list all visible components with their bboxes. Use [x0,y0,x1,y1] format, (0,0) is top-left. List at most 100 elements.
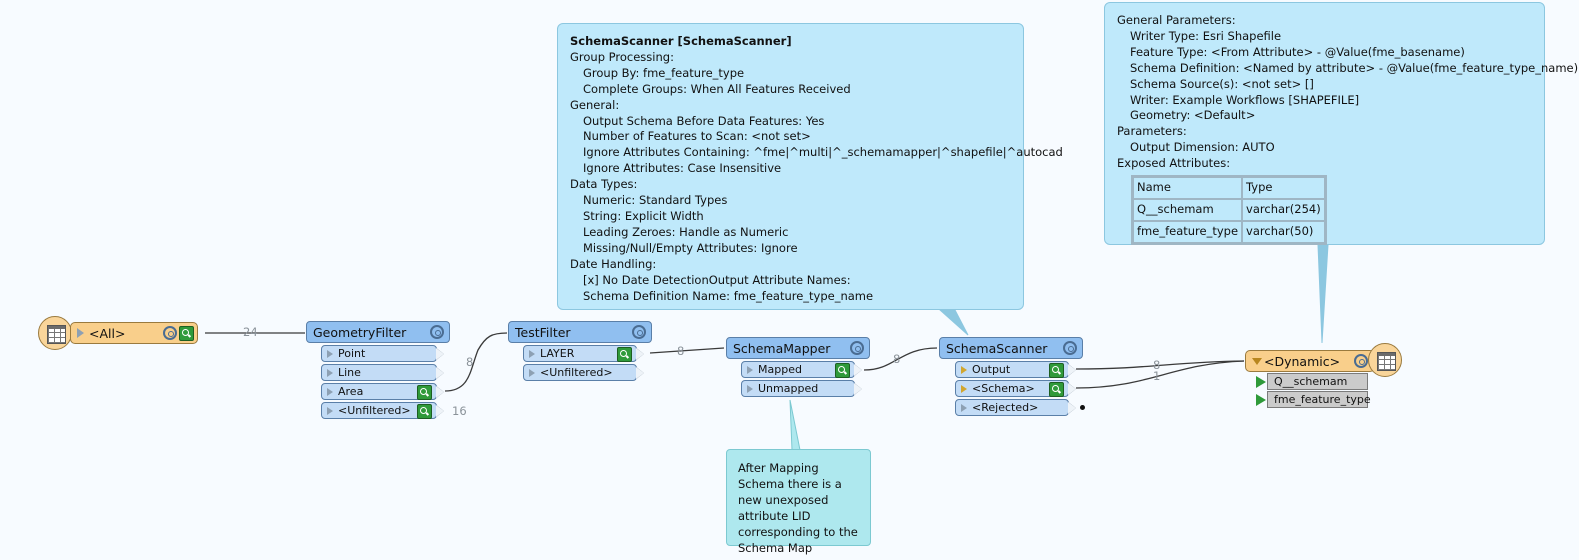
port-label: Mapped [758,363,802,376]
table-cell: Q__schemam [1133,199,1243,222]
annotation-line: Ignore Attributes: Case Insensitive [583,161,782,176]
port-schema[interactable]: <Schema> [955,380,1076,397]
table-row: fme_feature_type varchar(50) [1133,221,1325,244]
port-label: <Unfiltered> [338,404,411,417]
gear-icon[interactable] [1354,354,1368,368]
schemascanner-annotation[interactable]: SchemaScanner [SchemaScanner] Group Proc… [557,23,1063,310]
annotation-line: Schema Definition: <Named by attribute> … [1130,60,1579,75]
attribute-arrow-icon [1256,394,1266,406]
output-port-icon[interactable] [1067,363,1076,377]
port-output[interactable]: Output [955,361,1076,378]
gear-icon[interactable] [1063,341,1077,355]
annotation-line: Writer Type: Esri Shapefile [1130,28,1282,43]
count-label: 8 [677,344,685,358]
schemascanner-header[interactable]: SchemaScanner [939,337,1083,359]
attribute-label: Q__schemam [1274,375,1348,388]
expand-icon[interactable] [77,328,84,338]
geometryfilter-header[interactable]: GeometryFilter [306,321,450,343]
port-label: Unmapped [758,382,819,395]
port-unfiltered[interactable]: <Unfiltered> [321,402,444,419]
inspect-icon[interactable] [417,404,432,419]
writer-annotation[interactable]: General Parameters:Writer Type: Esri Sha… [1104,2,1579,246]
annotation-line: Data Types: [570,177,638,192]
gear-icon[interactable] [430,325,444,339]
reader-feature-type[interactable]: <All> [70,322,198,344]
port-label: Line [338,366,361,379]
writer-attribute[interactable]: Q__schemam [1256,373,1368,390]
count-label: 8 [893,352,901,366]
output-port-icon[interactable] [1067,382,1076,396]
port-layer[interactable]: LAYER [523,345,644,362]
reader-icon[interactable] [38,316,72,350]
port-mapped[interactable]: Mapped [741,361,862,378]
table-cell: varchar(254) [1242,199,1325,222]
transformer-title: GeometryFilter [313,324,407,340]
count-label: 8 [466,355,474,369]
inspect-icon[interactable] [179,326,194,341]
annotation-line: Number of Features to Scan: <not set> [583,129,811,144]
port-arrow-icon [529,350,535,358]
output-port-icon[interactable] [435,404,444,418]
output-port-icon[interactable] [435,347,444,361]
output-port-icon[interactable] [853,363,862,377]
port-arrow-icon [961,404,967,412]
count-label: 16 [452,404,467,418]
port-arrow-icon [747,366,753,374]
attribute-label: fme_feature_type [1274,393,1371,406]
transformer-title: SchemaScanner [946,340,1048,356]
table-icon [1377,352,1396,371]
annotation-line: Schema Definition Name: fme_feature_type… [583,288,874,303]
annotation-line: Group Processing: [570,49,674,64]
port-arrow-icon [327,369,333,377]
gear-icon[interactable] [632,325,646,339]
annotation-title: SchemaScanner [SchemaScanner] [570,34,792,48]
port-arrow-icon [961,366,967,374]
output-port-icon[interactable] [635,347,644,361]
output-port-icon[interactable] [1067,401,1076,415]
writer-feature-type[interactable]: <Dynamic> [1245,350,1375,372]
output-port-icon[interactable] [435,385,444,399]
output-port-icon[interactable] [853,382,862,396]
port-line[interactable]: Line [321,364,444,381]
gear-icon[interactable] [850,341,864,355]
port-area[interactable]: Area [321,383,444,400]
schemamapper-annotation[interactable]: After Mapping Schema there is a new unex… [726,449,871,555]
count-label: 1 [1153,369,1161,383]
port-unfiltered[interactable]: <Unfiltered> [523,364,644,381]
inspect-icon[interactable] [417,385,432,400]
output-port-icon[interactable] [435,366,444,380]
gear-icon[interactable] [163,326,177,340]
table-header: Name [1133,177,1243,200]
annotation-line: Writer: Example Workflows [SHAPEFILE] [1130,92,1360,107]
reader-label: <All> [89,325,126,341]
port-arrow-icon [747,385,753,393]
output-port-icon[interactable] [635,366,644,380]
port-arrow-icon [327,350,333,358]
inspect-icon[interactable] [835,363,850,378]
annotation-line: Missing/Null/Empty Attributes: Ignore [583,240,798,255]
collapse-icon[interactable] [1252,358,1262,365]
annotation-line: String: Explicit Width [583,208,704,223]
annotation-line: Numeric: Standard Types [583,193,728,208]
transformer-title: TestFilter [515,324,571,340]
transformer-title: SchemaMapper [733,340,831,356]
count-label: 24 [243,325,258,339]
port-arrow-icon [529,369,535,377]
testfilter-header[interactable]: TestFilter [508,321,652,343]
writer-icon[interactable] [1368,343,1402,377]
table-icon [47,325,66,344]
inspect-icon[interactable] [1049,363,1064,378]
port-unmapped[interactable]: Unmapped [741,380,862,397]
writer-attribute[interactable]: fme_feature_type [1256,391,1371,408]
port-rejected[interactable]: <Rejected> [955,399,1076,416]
wire-layer-schemamapper [649,347,725,354]
inspect-icon[interactable] [1049,382,1064,397]
port-point[interactable]: Point [321,345,444,362]
annotation-line: Schema Source(s): <not set> [] [1130,76,1314,91]
annotation-line: Parameters: [1117,124,1187,139]
annotation-line: Date Handling: [570,256,657,271]
schemamapper-header[interactable]: SchemaMapper [726,337,870,359]
inspect-icon[interactable] [617,347,632,362]
port-arrow-icon [327,388,333,396]
